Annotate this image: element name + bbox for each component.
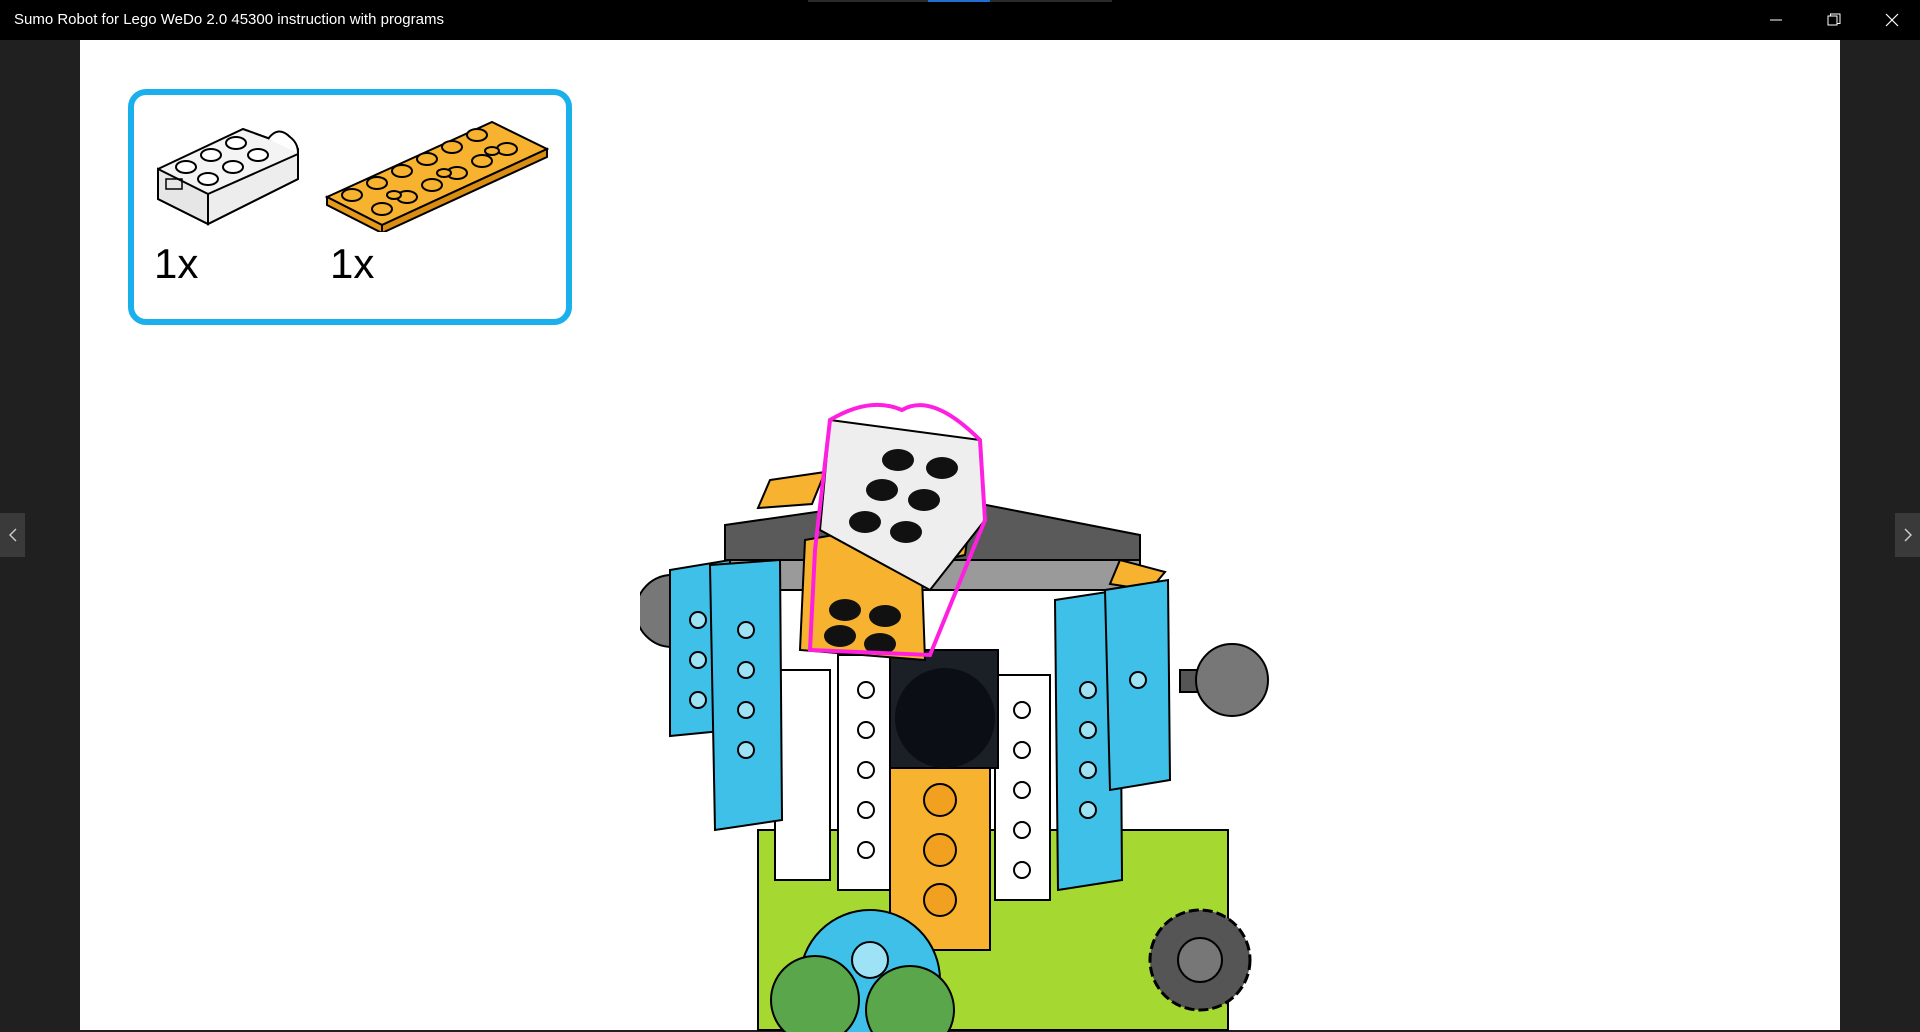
sumo-robot-model-illustration xyxy=(640,402,1269,1032)
parts-list-callout: 1x 1x xyxy=(128,89,572,325)
close-button[interactable] xyxy=(1864,0,1920,40)
close-icon xyxy=(1885,13,1899,27)
orange-plate-image xyxy=(324,120,550,232)
chevron-left-icon xyxy=(8,528,16,542)
part-count-label: 1x xyxy=(154,240,199,287)
previous-page-button[interactable] xyxy=(0,513,25,557)
instruction-page: 1x 1x xyxy=(80,40,1840,1032)
next-page-button[interactable] xyxy=(1895,513,1920,557)
minimize-button[interactable] xyxy=(1748,0,1804,40)
restore-button[interactable] xyxy=(1806,0,1862,40)
restore-icon xyxy=(1827,13,1841,26)
part-count-label: 1x xyxy=(330,240,375,287)
title-bar: Sumo Robot for Lego WeDo 2.0 45300 instr… xyxy=(0,0,1920,40)
minimize-icon xyxy=(1770,19,1782,21)
chevron-right-icon xyxy=(1904,528,1912,542)
window-title: Sumo Robot for Lego WeDo 2.0 45300 instr… xyxy=(14,11,444,28)
white-curved-brick-image xyxy=(157,127,299,226)
drag-strip-accent xyxy=(928,0,990,2)
